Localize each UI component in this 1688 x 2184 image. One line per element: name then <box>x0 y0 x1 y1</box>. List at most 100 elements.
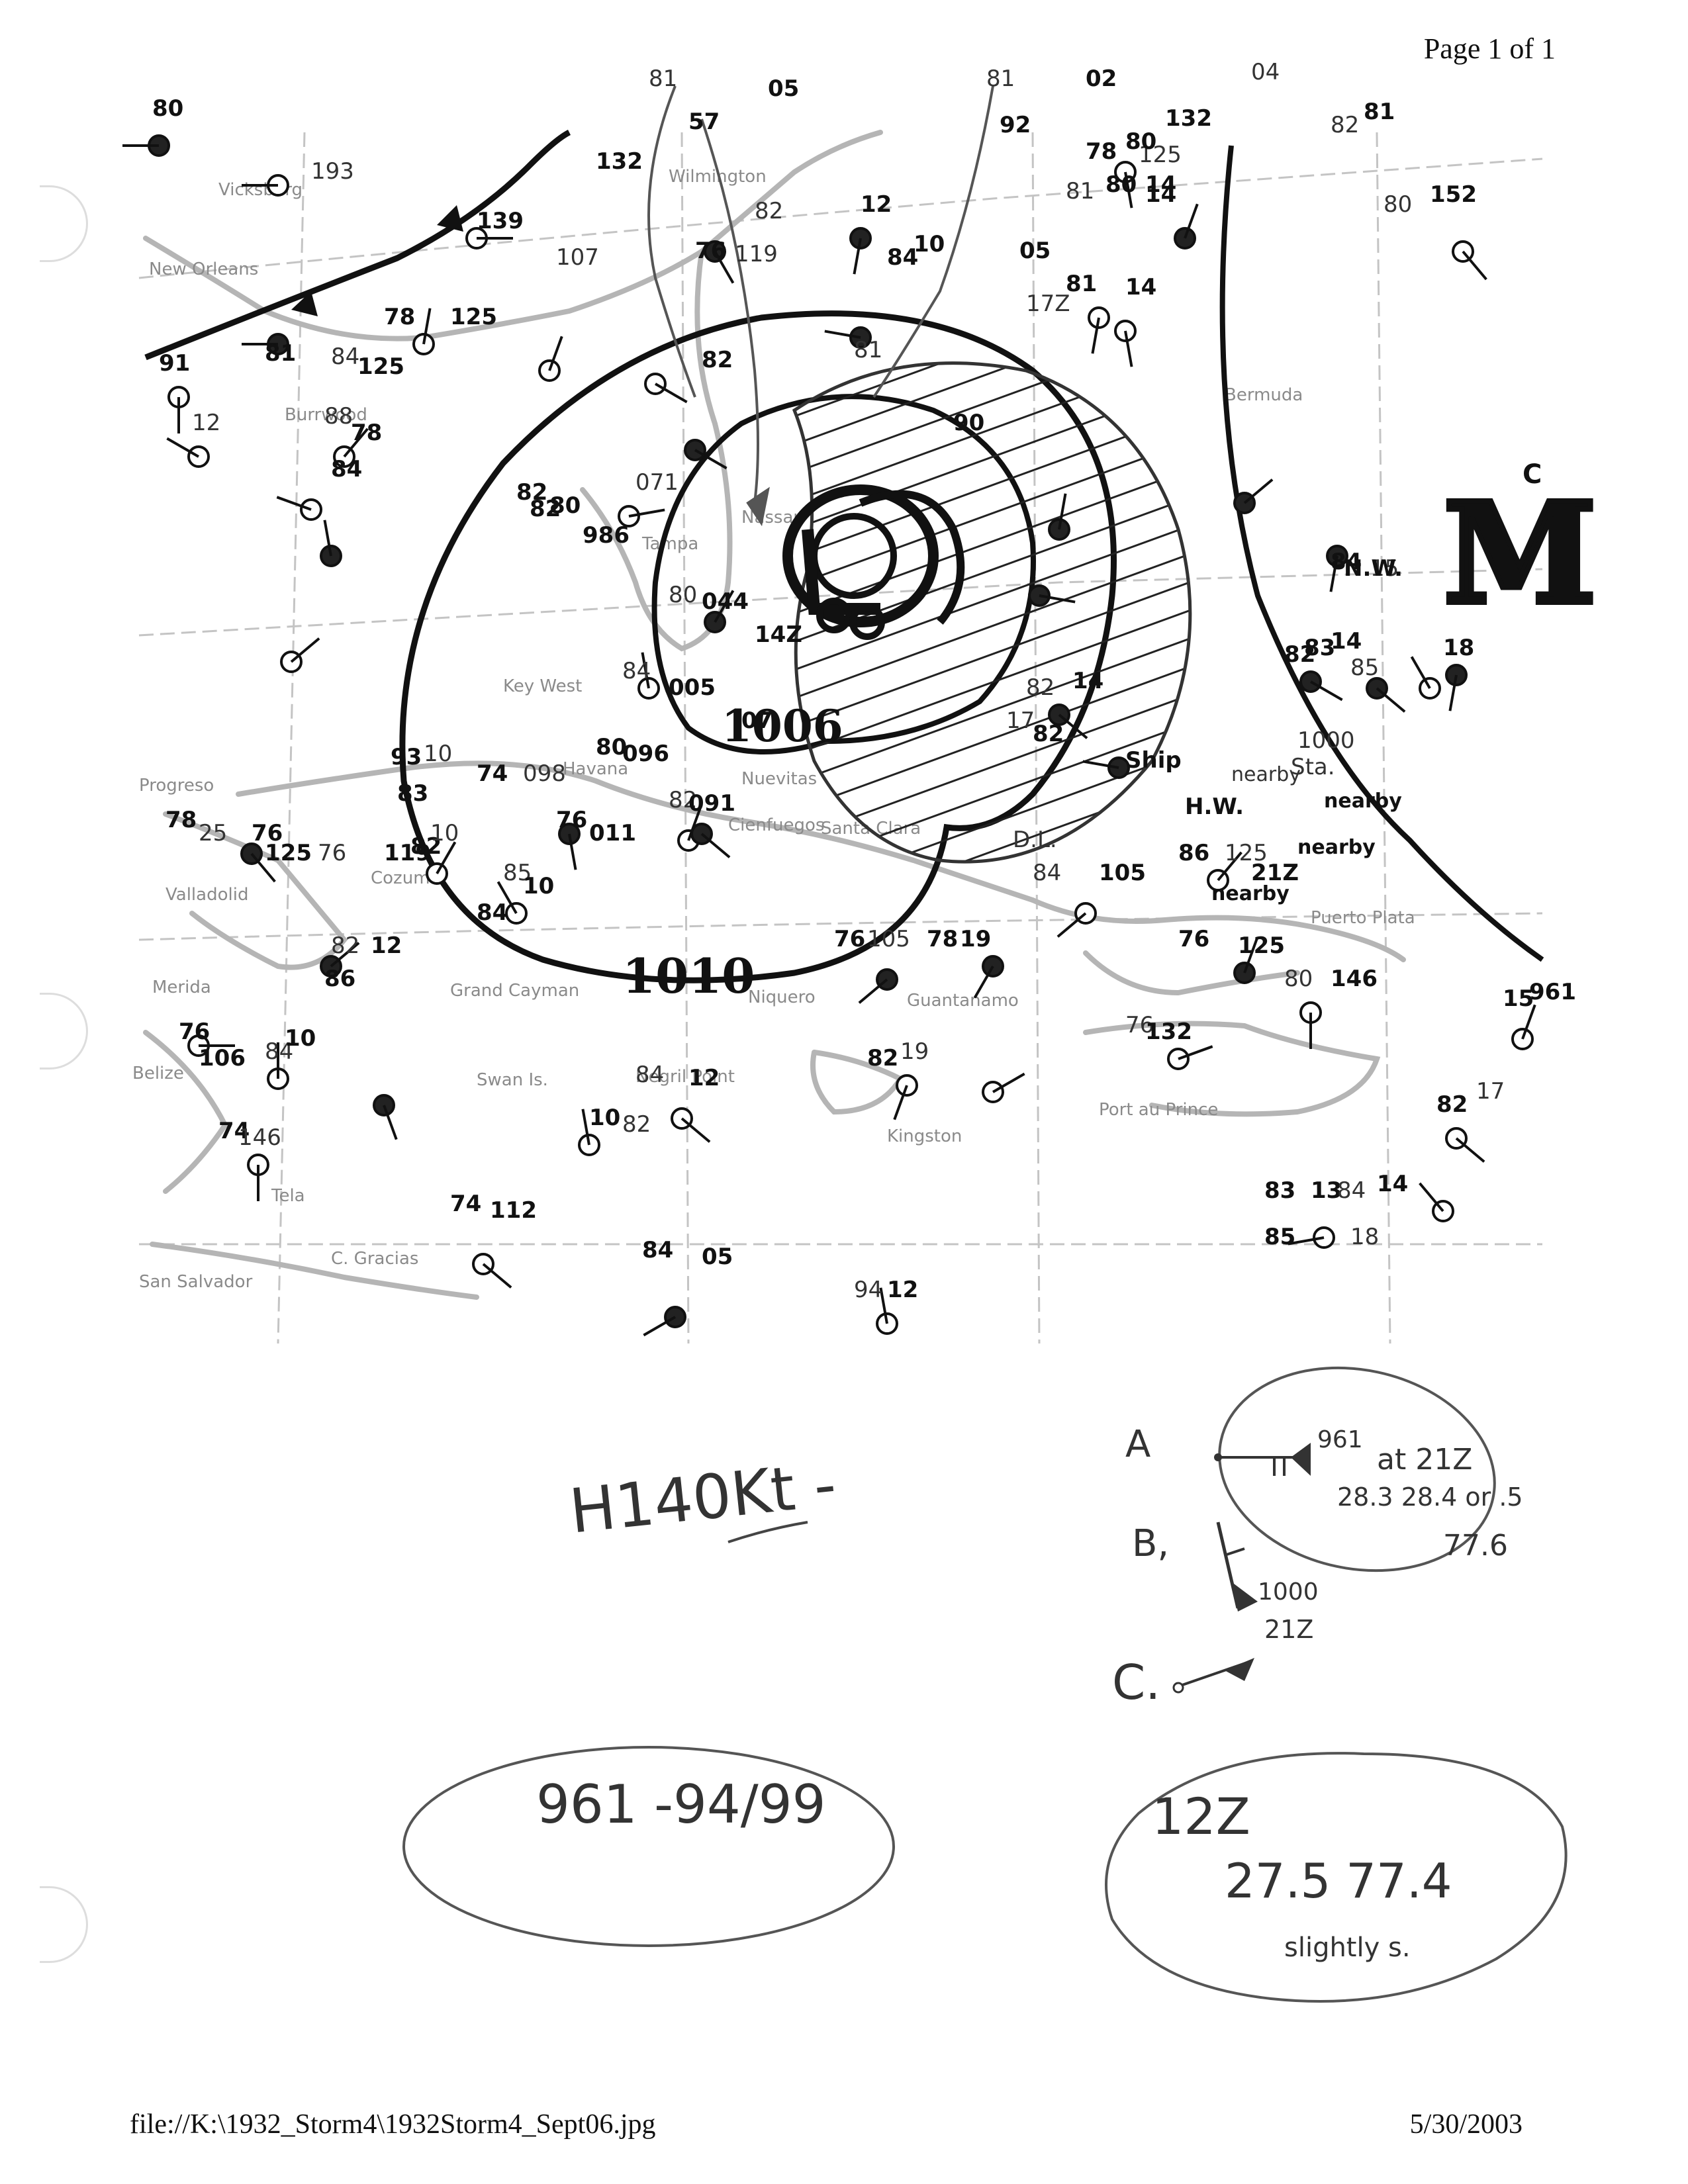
place-name: Havana <box>563 759 628 779</box>
station-note: 105 <box>867 926 910 952</box>
station-note: 82 <box>530 496 561 522</box>
station-note: 80 <box>1383 191 1412 218</box>
station-note: 82 <box>755 198 783 224</box>
station-note: 92 <box>1000 112 1031 138</box>
station-note: 81 <box>1364 99 1395 125</box>
isobar-label-1010: 1010 <box>622 948 755 1004</box>
legend-c-wind-icon <box>1172 1658 1254 1694</box>
station-note: 14 <box>1377 1171 1408 1197</box>
station-note: 12 <box>861 191 892 218</box>
station-note: 86 <box>1178 840 1209 866</box>
station-note: 125 <box>357 353 404 380</box>
station-note: 82 <box>1033 721 1064 747</box>
station-note: 91 <box>159 350 190 377</box>
station-note: 84 <box>1331 549 1362 575</box>
station-note: 05 <box>702 1244 733 1270</box>
underline-stroke <box>727 1521 808 1543</box>
wind-shaft <box>628 508 665 518</box>
station-note: 90 <box>953 410 984 436</box>
high-pressure-boundary <box>1219 145 1544 962</box>
place-name: Port au Prince <box>1099 1100 1218 1120</box>
station-note: nearby <box>1324 790 1402 813</box>
wind-shaft <box>714 590 735 623</box>
wind-shaft <box>858 978 888 1004</box>
wind-shaft <box>1309 680 1343 702</box>
station-note: 105 <box>1099 860 1146 886</box>
station-note: 07 <box>741 707 773 734</box>
station-note: 84 <box>887 244 918 271</box>
wind-shaft <box>496 881 518 915</box>
station-note: 125 <box>1225 840 1268 866</box>
wind-shaft <box>853 238 862 275</box>
wind-shaft <box>1217 851 1243 882</box>
bottom-right-position: 27.5 77.4 <box>1225 1853 1452 1909</box>
station-note: 85 <box>1264 1224 1295 1250</box>
station-note: 005 <box>669 674 716 701</box>
wind-shaft <box>323 520 332 557</box>
track-lines <box>647 85 994 527</box>
station-note: 17 <box>1006 707 1035 734</box>
station-note: 76 <box>179 1019 210 1045</box>
station-note: 044 <box>702 588 749 615</box>
wind-shaft <box>1124 171 1133 208</box>
station-note: 961 <box>1529 979 1576 1005</box>
legend-a-pressure: 961 <box>1317 1426 1363 1453</box>
station-note: 82 <box>1436 1091 1468 1118</box>
bottom-right-time: 12Z <box>1152 1787 1250 1846</box>
station-note: 82 <box>702 347 733 373</box>
station-note: 88 <box>324 403 353 430</box>
wind-shaft <box>1124 330 1133 367</box>
station-note: 14 <box>1145 181 1176 208</box>
station-note: 096 <box>622 741 669 767</box>
station-note: 78 <box>165 807 197 833</box>
station-note: 139 <box>477 208 524 234</box>
station-note: 84 <box>331 456 362 482</box>
wind-shaft <box>654 383 688 404</box>
wind-shaft <box>680 1117 711 1143</box>
wind-shaft <box>1058 713 1088 739</box>
station-note: 091 <box>688 790 735 817</box>
station-note: 82 <box>410 833 442 860</box>
station-note: 119 <box>384 840 431 866</box>
station-note: 19 <box>900 1038 929 1065</box>
station-note: 84 <box>477 899 508 926</box>
legend-b-letter: B, <box>1132 1522 1170 1565</box>
station-note: 81 <box>1066 271 1097 297</box>
station-note: nearby <box>1231 763 1301 786</box>
station-note: 78 <box>384 304 415 330</box>
wind-shaft <box>1058 493 1067 530</box>
place-name: Vicksburg <box>218 180 303 200</box>
wind-shaft <box>893 1085 908 1120</box>
station-note: 05 <box>1019 238 1051 264</box>
station-note: 14 <box>1125 274 1156 300</box>
station-note: 76 <box>252 820 283 846</box>
place-name: Belize <box>132 1064 184 1083</box>
isobar-label-1006: 1006 <box>722 700 843 752</box>
high-label: M <box>1443 472 1597 635</box>
station-note: Sta. <box>1291 754 1335 780</box>
place-name: Cienfuegos <box>728 815 824 835</box>
station-note: 80 <box>596 734 627 760</box>
wind-shaft <box>1056 912 1087 938</box>
station-note: 81 <box>649 66 677 92</box>
wind-shaft <box>1455 1137 1485 1163</box>
station-note: 82 <box>331 933 359 959</box>
legend-a-wind-icon <box>1214 1443 1311 1476</box>
station-note: 74 <box>218 1118 250 1144</box>
station-note: 107 <box>556 244 599 271</box>
station-note: 84 <box>265 1038 293 1065</box>
station-note: 132 <box>1145 1019 1192 1045</box>
wind-shaft <box>1243 478 1274 504</box>
bottom-left-oval-text: 961 -94/99 <box>536 1774 826 1835</box>
station-note: 81 <box>854 337 882 363</box>
wind-shaft <box>568 833 577 870</box>
station-note: 93 <box>391 744 422 770</box>
station-note: 82 <box>669 787 697 813</box>
wind-shaft <box>330 942 360 968</box>
wind-shaft <box>581 1109 590 1146</box>
wind-shaft <box>1288 1236 1325 1246</box>
place-name: Key West <box>503 676 582 696</box>
station-note: 12 <box>371 933 402 959</box>
station-note: 78 <box>927 926 958 952</box>
place-name: Grand Cayman <box>450 981 579 1001</box>
